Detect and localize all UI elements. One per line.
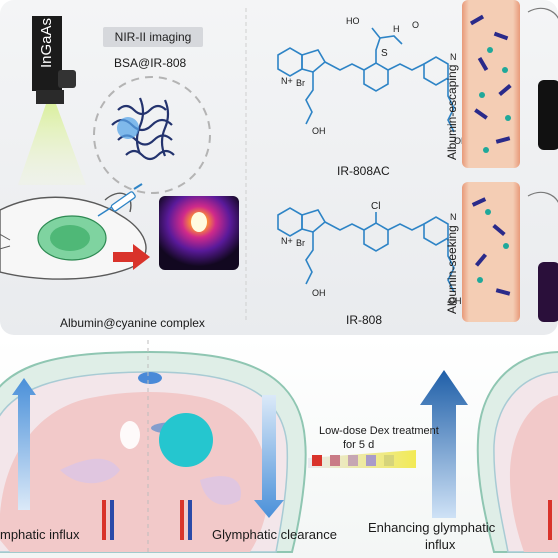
treatment-label-line2: for 5 d bbox=[343, 439, 375, 451]
vessel-escaping bbox=[462, 0, 520, 168]
red-arrow bbox=[113, 244, 150, 270]
brain-section-right bbox=[476, 351, 558, 553]
molecule-top-label: IR-808AC bbox=[337, 164, 390, 178]
atom-s: S bbox=[381, 48, 388, 59]
atom-nplus-bottom: N+ bbox=[281, 236, 293, 246]
clearance-label: Glymphatic clearance bbox=[212, 527, 337, 542]
enhancing-label-line1: Enhancing glymphatic bbox=[368, 520, 496, 535]
vessel-seeking bbox=[462, 182, 520, 322]
bsa-label: BSA@IR-808 bbox=[114, 56, 187, 70]
atom-br-bottom: Br bbox=[296, 238, 305, 248]
dose-square-5 bbox=[384, 455, 394, 466]
enhancing-arrow bbox=[420, 370, 468, 518]
partial-mouse-bottom bbox=[527, 191, 558, 204]
escaping-label: Albumin-escaping bbox=[445, 64, 459, 160]
atom-oh-bottom-right: OH bbox=[448, 296, 462, 306]
syringe-icon bbox=[97, 183, 143, 217]
atom-oh-top-right: OH bbox=[454, 136, 468, 146]
sagittal-sinus bbox=[138, 372, 162, 384]
atom-n-bottom: N bbox=[450, 212, 457, 222]
atom-ho-top: HO bbox=[346, 16, 360, 26]
dose-square-1 bbox=[312, 455, 322, 466]
atom-oh-top-left: OH bbox=[312, 126, 326, 136]
seeking-label: Albumin-seeking bbox=[445, 225, 459, 314]
molecule-bottom-label: IR-808 bbox=[346, 313, 383, 327]
dose-square-2 bbox=[330, 455, 340, 466]
ingaas-camera bbox=[18, 16, 86, 185]
influx-label: mphatic influx bbox=[0, 527, 80, 542]
light-beam bbox=[18, 104, 86, 185]
hotspot bbox=[191, 212, 207, 232]
enhancing-label-line2: influx bbox=[425, 537, 456, 552]
atom-h-top: H bbox=[393, 24, 400, 34]
dose-square-4 bbox=[366, 455, 376, 466]
dose-square-3 bbox=[348, 455, 358, 466]
clearance-arrow bbox=[254, 395, 284, 518]
molecule-ir808ac bbox=[277, 27, 455, 133]
partial-mouse-top bbox=[527, 7, 558, 20]
protein-dashed-circle bbox=[93, 76, 211, 194]
atom-o-top: O bbox=[412, 20, 419, 30]
nir-ii-image bbox=[159, 196, 239, 270]
atom-oh-bottom-left: OH bbox=[312, 288, 326, 298]
binding-site bbox=[117, 117, 139, 139]
camera-label: InGaAs bbox=[38, 17, 55, 68]
complex-label: Albumin@cyanine complex bbox=[60, 316, 205, 330]
partial-image-top bbox=[538, 80, 558, 150]
cyan-lesion bbox=[159, 413, 213, 467]
nir-ii-imaging-pill: NIR-II imaging bbox=[103, 27, 203, 47]
treatment-label-line1: Low-dose Dex treatment bbox=[319, 425, 439, 437]
artery-center bbox=[180, 500, 184, 540]
artery-left bbox=[102, 500, 106, 540]
vein-center bbox=[188, 500, 192, 540]
partial-image-bottom bbox=[538, 262, 558, 322]
brain-section-left bbox=[0, 350, 307, 553]
vein-left bbox=[110, 500, 114, 540]
influx-arrow bbox=[12, 378, 36, 510]
atom-n-top: N bbox=[450, 52, 457, 62]
atom-br-top: Br bbox=[296, 78, 305, 88]
atom-cl: Cl bbox=[371, 201, 380, 212]
mouse-illustration bbox=[0, 192, 147, 280]
atom-nplus-top: N+ bbox=[281, 76, 293, 86]
molecule-ir808 bbox=[277, 207, 455, 293]
